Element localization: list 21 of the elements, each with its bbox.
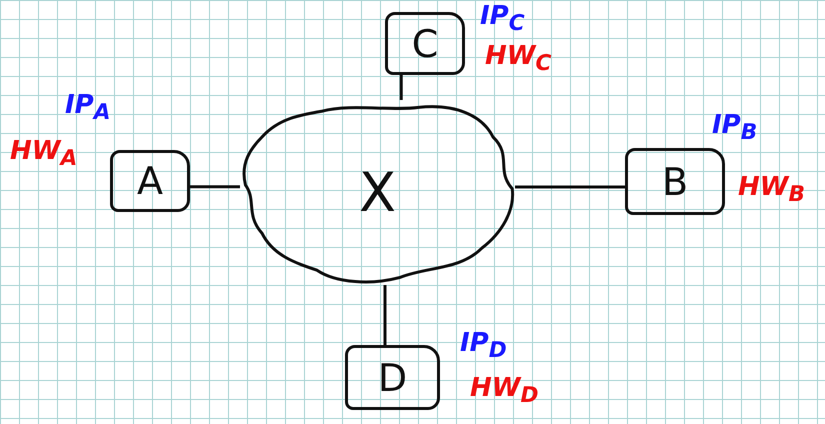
ip-address-label: IP$_{B}$ xyxy=(712,112,758,144)
hardware-address-label: HW$_{A}$ xyxy=(10,138,78,170)
node-letter: X xyxy=(359,166,396,220)
node-letter: A xyxy=(137,162,163,200)
hardware-address-label: HW$_{C}$ xyxy=(485,43,552,75)
host-box xyxy=(345,345,440,410)
ip-address-label: IP$_{C}$ xyxy=(480,3,525,35)
connector-line xyxy=(515,186,625,188)
host-box xyxy=(385,12,465,75)
ip-address-label: IP$_{A}$ xyxy=(65,92,110,124)
node-letter: B xyxy=(662,162,688,200)
node-letter: C xyxy=(412,24,438,62)
connector-line xyxy=(190,185,240,188)
connector-line xyxy=(384,285,386,345)
host-box xyxy=(110,150,190,212)
connector-line xyxy=(400,75,403,100)
hardware-address-label: HW$_{B}$ xyxy=(738,174,805,206)
ip-address-label: IP$_{D}$ xyxy=(460,330,507,362)
hardware-address-label: HW$_{D}$ xyxy=(470,375,538,407)
node-letter: D xyxy=(378,358,408,396)
host-box xyxy=(625,148,725,215)
